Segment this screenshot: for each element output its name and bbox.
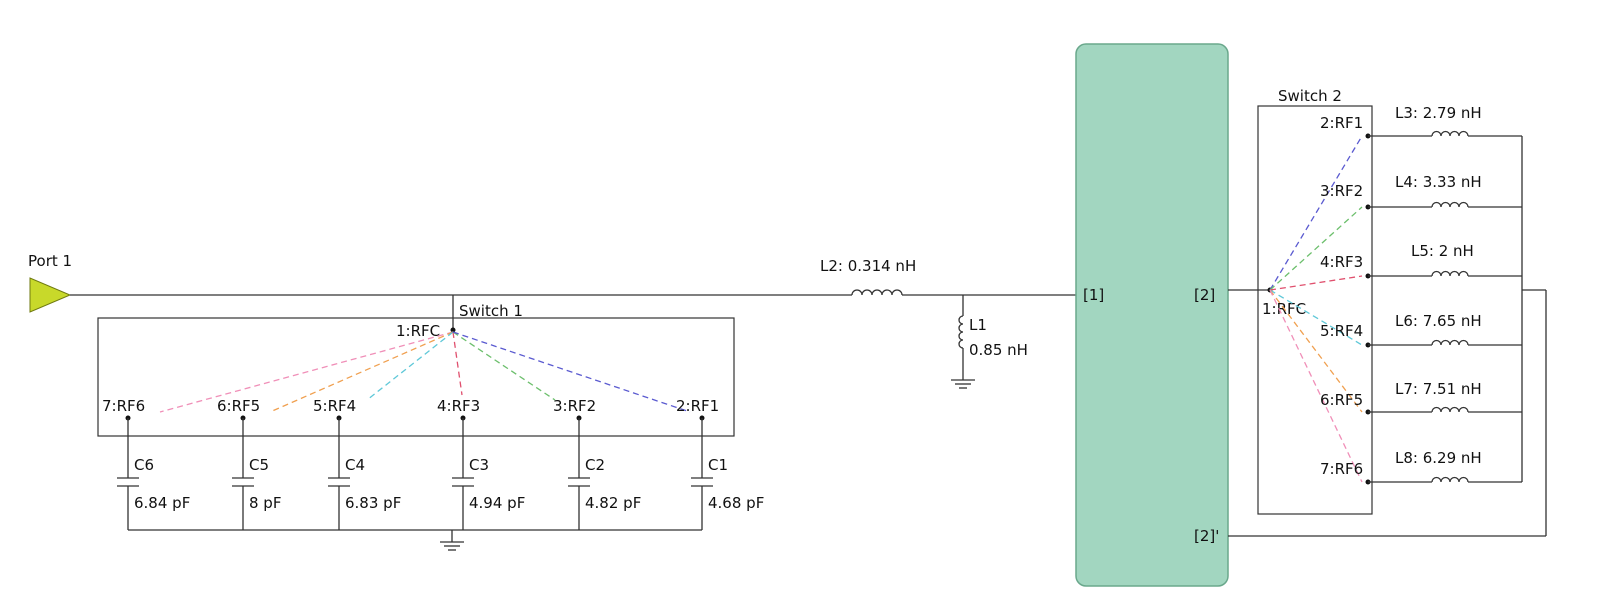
switch-1-title: Switch 1: [459, 302, 523, 320]
switch-2-path-rf2: [1269, 206, 1363, 291]
switch-1-port-rf4[interactable]: 5:RF4 C4 6.83 pF: [313, 397, 401, 530]
block-port-2-label: [2]: [1194, 286, 1215, 304]
switch-1-port-label: 7:RF6: [102, 397, 145, 415]
switch-1-path-rf3: [452, 331, 463, 396]
switch-1-path-rf5: [269, 331, 454, 413]
block-port-2-prime-label: [2]': [1194, 527, 1219, 545]
l1-ground-symbol: [951, 379, 975, 389]
switch-2-port-rf1[interactable]: 2:RF1 L3: 2.79 nH: [1320, 104, 1522, 139]
switch-1-port-label: 5:RF4: [313, 397, 356, 415]
switch-2-port-rf2[interactable]: 3:RF2 L4: 3.33 nH: [1320, 173, 1522, 210]
block-port-1-label: [1]: [1083, 286, 1104, 304]
c2-value: 4.82 pF: [585, 494, 641, 512]
switch-2-port-rf6[interactable]: 7:RF6 L8: 6.29 nH: [1320, 449, 1522, 485]
switch-1-dashes: [159, 331, 691, 413]
c1-name: C1: [708, 456, 728, 474]
switch-2-path-rf5: [1269, 289, 1363, 413]
switch-1-port-label: 4:RF3: [437, 397, 480, 415]
switch-1-port-label: 2:RF1: [676, 397, 719, 415]
c1-value: 4.68 pF: [708, 494, 764, 512]
switch-1-path-rf6: [159, 331, 454, 413]
switch-1-port-rf3[interactable]: 4:RF3 C3 4.94 pF: [437, 397, 525, 530]
switch-2-title: Switch 2: [1278, 87, 1342, 105]
switch-2-path-rf3: [1269, 275, 1363, 291]
l5-label: L5: 2 nH: [1411, 242, 1474, 260]
switch-1-port-rf6[interactable]: 7:RF6 C6 6.84 pF: [102, 397, 190, 530]
c5-value: 8 pF: [249, 494, 281, 512]
switch-2-dashes: [1269, 135, 1363, 483]
l6-label: L6: 7.65 nH: [1395, 312, 1482, 330]
l8-label: L8: 6.29 nH: [1395, 449, 1482, 467]
l7-label: L7: 7.51 nH: [1395, 380, 1482, 398]
c3-name: C3: [469, 456, 489, 474]
c4-value: 6.83 pF: [345, 494, 401, 512]
switch-2-port-rf3[interactable]: 4:RF3 L5: 2 nH: [1320, 242, 1522, 279]
switch-2-box[interactable]: [1257, 105, 1373, 515]
port-1-label: Port 1: [28, 252, 72, 270]
switch-2-path-rf4: [1269, 289, 1363, 346]
switch-1-port-rf1[interactable]: 2:RF1 C1 4.68 pF: [676, 397, 764, 530]
switch-1-path-rf2: [452, 331, 556, 401]
switch-2-port-label: 2:RF1: [1320, 114, 1363, 132]
switch-1-port-rf5[interactable]: 6:RF5 C5 8 pF: [217, 397, 281, 530]
l2-label: L2: 0.314 nH: [820, 257, 916, 275]
switch-1-rfc-node: [450, 327, 456, 333]
switch-2-port-rf5[interactable]: 6:RF5 L7: 7.51 nH: [1320, 380, 1522, 415]
l1-value: 0.85 nH: [969, 341, 1028, 359]
l2-inductor[interactable]: [851, 284, 903, 297]
l1-name: L1: [969, 316, 987, 334]
two-port-block[interactable]: [1075, 43, 1229, 587]
c6-name: C6: [134, 456, 154, 474]
switch-2-port-label: 3:RF2: [1320, 182, 1363, 200]
switch-1-port-label: 3:RF2: [553, 397, 596, 415]
switch-2-port-label: 7:RF6: [1320, 460, 1363, 478]
switch-1-path-rf1: [452, 331, 691, 413]
c6-value: 6.84 pF: [134, 494, 190, 512]
l1-inductor[interactable]: [958, 295, 964, 380]
switch-1-rfc-label: 1:RFC: [396, 322, 440, 340]
l3-label: L3: 2.79 nH: [1395, 104, 1482, 122]
switch-2-path-rf6: [1269, 289, 1363, 483]
port-1-triangle[interactable]: [29, 277, 72, 313]
switch-1-port-label: 6:RF5: [217, 397, 260, 415]
c4-name: C4: [345, 456, 365, 474]
l4-label: L4: 3.33 nH: [1395, 173, 1482, 191]
switch-1-path-rf4: [366, 331, 454, 401]
switch-2-port-label: 5:RF4: [1320, 322, 1363, 340]
switch-2-port-rf4[interactable]: 5:RF4 L6: 7.65 nH: [1320, 312, 1522, 348]
c5-name: C5: [249, 456, 269, 474]
c2-name: C2: [585, 456, 605, 474]
switch-2-port-label: 4:RF3: [1320, 253, 1363, 271]
switch-1-port-rf2[interactable]: 3:RF2 C2 4.82 pF: [553, 397, 641, 530]
c3-value: 4.94 pF: [469, 494, 525, 512]
ground-symbol: [440, 530, 464, 551]
switch-2-port-label: 6:RF5: [1320, 391, 1363, 409]
switch-1-box[interactable]: [97, 317, 735, 437]
